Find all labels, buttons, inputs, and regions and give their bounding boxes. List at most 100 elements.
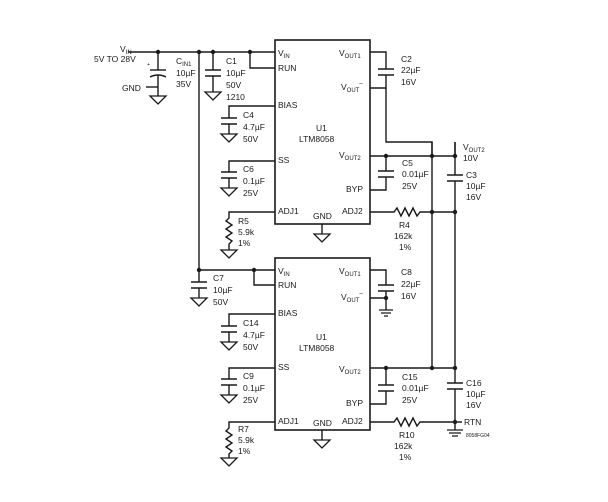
r5-resistor — [224, 211, 275, 250]
r7-value: 5.9k — [238, 435, 255, 445]
vin-label: VIN — [120, 44, 132, 56]
c1-ref: C1 — [226, 56, 237, 66]
c9-value: 0.1µF — [243, 383, 265, 393]
drawing-id: 8058FG04 — [466, 433, 490, 439]
u1-pin-run: RUN — [278, 63, 296, 73]
r4-resistor — [370, 206, 432, 218]
u2-pin-ss: SS — [278, 362, 290, 372]
u1-ref: U1 — [316, 123, 327, 133]
r4-value: 162k — [394, 231, 413, 241]
c7-value: 10µF — [213, 285, 233, 295]
r10-ref: R10 — [399, 430, 415, 440]
u2-part: LTM8058 — [299, 343, 335, 353]
u1-ground-icon — [312, 233, 332, 243]
u2-pin-byp: BYP — [346, 398, 363, 408]
u1-pin-adj2: ADJ2 — [342, 206, 363, 216]
u1-pin-byp: BYP — [346, 184, 363, 194]
cin1-ground-icon — [148, 95, 168, 105]
c5-rating: 25V — [402, 181, 417, 191]
module-u1-top: VIN RUN BIAS SS ADJ1 GND VOUT1 VOUT– VOU… — [219, 39, 455, 259]
u1-bottom-box — [274, 257, 371, 431]
c3-rating: 16V — [466, 192, 481, 202]
c1-ground-icon — [203, 91, 223, 101]
c6-ref: C6 — [243, 164, 254, 174]
c7-rating: 50V — [213, 297, 228, 307]
u2-ref: U1 — [316, 332, 327, 342]
c15-rating: 25V — [402, 395, 417, 405]
vout2-voltage: 10V — [463, 153, 478, 163]
c9-rating: 25V — [243, 395, 258, 405]
u2-pin-adj1: ADJ1 — [278, 416, 299, 426]
c9-ref: C9 — [243, 371, 254, 381]
c3-ref: C3 — [466, 170, 477, 180]
u2-pin-bias: BIAS — [278, 308, 298, 318]
c2-value: 22µF — [401, 65, 421, 75]
c16-value: 10µF — [466, 389, 486, 399]
c8-rating: 16V — [401, 291, 416, 301]
c14-ground-icon — [219, 341, 239, 351]
c7-ground-icon — [189, 297, 209, 307]
input-section: VIN 5V TO 28V GND + CIN1 10µF 35V C1 10µ… — [94, 44, 275, 105]
u2-pin-adj2: ADJ2 — [342, 416, 363, 426]
r4-ref: R4 — [399, 220, 410, 230]
cin1-rating: 35V — [176, 79, 191, 89]
c6-ground-icon — [219, 187, 239, 197]
c14-rating: 50V — [243, 342, 258, 352]
c6-value: 0.1µF — [243, 176, 265, 186]
c8-value: 22µF — [401, 279, 421, 289]
u2-pin-vout1: VOUT1 — [339, 266, 361, 278]
u2-pin-vout-neg: VOUT– — [341, 291, 363, 304]
output-section: VOUT2 10V C3 10µF 16V — [431, 142, 486, 368]
r5-ground-icon — [219, 249, 239, 259]
c1-package: 1210 — [226, 92, 245, 102]
cin1-ref: CIN1 — [176, 56, 192, 68]
c8-ground-icon — [379, 309, 393, 317]
u1-pin-vout-neg: VOUT– — [341, 81, 363, 94]
c16-capacitor — [447, 365, 463, 437]
r7-ref: R7 — [238, 424, 249, 434]
c16-rating: 16V — [466, 400, 481, 410]
c4-ref: C4 — [243, 110, 254, 120]
u1-pin-bias: BIAS — [278, 100, 298, 110]
rtn-label: RTN — [464, 417, 481, 427]
u1-pin-ss: SS — [278, 155, 290, 165]
cin1-capacitor: + — [147, 52, 168, 105]
c4-value: 4.7µF — [243, 122, 265, 132]
u1-pin-vout2: VOUT2 — [339, 150, 361, 162]
c5-value: 0.01µF — [402, 169, 429, 179]
c15-value: 0.01µF — [402, 383, 429, 393]
r5-tol: 1% — [238, 238, 251, 248]
vin-range-label: 5V TO 28V — [94, 54, 136, 64]
u1-pin-vin: VIN — [278, 48, 290, 60]
c5-ref: C5 — [402, 158, 413, 168]
c1-value: 10µF — [226, 68, 246, 78]
vout2-output-label: VOUT2 — [463, 142, 485, 154]
r7-resistor — [224, 421, 275, 458]
run1-wire — [249, 52, 275, 69]
u1-pin-gnd: GND — [313, 211, 332, 221]
r4-tol: 1% — [399, 242, 412, 252]
c14-ref: C14 — [243, 318, 259, 328]
r10-tol: 1% — [399, 452, 412, 462]
c15-ref: C15 — [402, 372, 418, 382]
c1-capacitor — [203, 52, 223, 101]
u2-pin-run: RUN — [278, 280, 296, 290]
c9-ground-icon — [219, 394, 239, 404]
c4-ground-icon — [219, 133, 239, 143]
u1-pin-vout1: VOUT1 — [339, 48, 361, 60]
c16-ref: C16 — [466, 378, 482, 388]
r5-ref: R5 — [238, 216, 249, 226]
u2-pin-vout2: VOUT2 — [339, 364, 361, 376]
run2-wire — [253, 270, 275, 286]
r7-ground-icon — [219, 457, 239, 467]
u1-part: LTM8058 — [299, 134, 335, 144]
u2-pin-gnd: GND — [313, 418, 332, 428]
c2-rating: 16V — [401, 77, 416, 87]
c7-capacitor — [189, 267, 209, 307]
u2-ground-icon — [312, 439, 332, 449]
gnd-label: GND — [122, 83, 141, 93]
c2-ref: C2 — [401, 54, 412, 64]
c3-value: 10µF — [466, 181, 486, 191]
r10-value: 162k — [394, 441, 413, 451]
